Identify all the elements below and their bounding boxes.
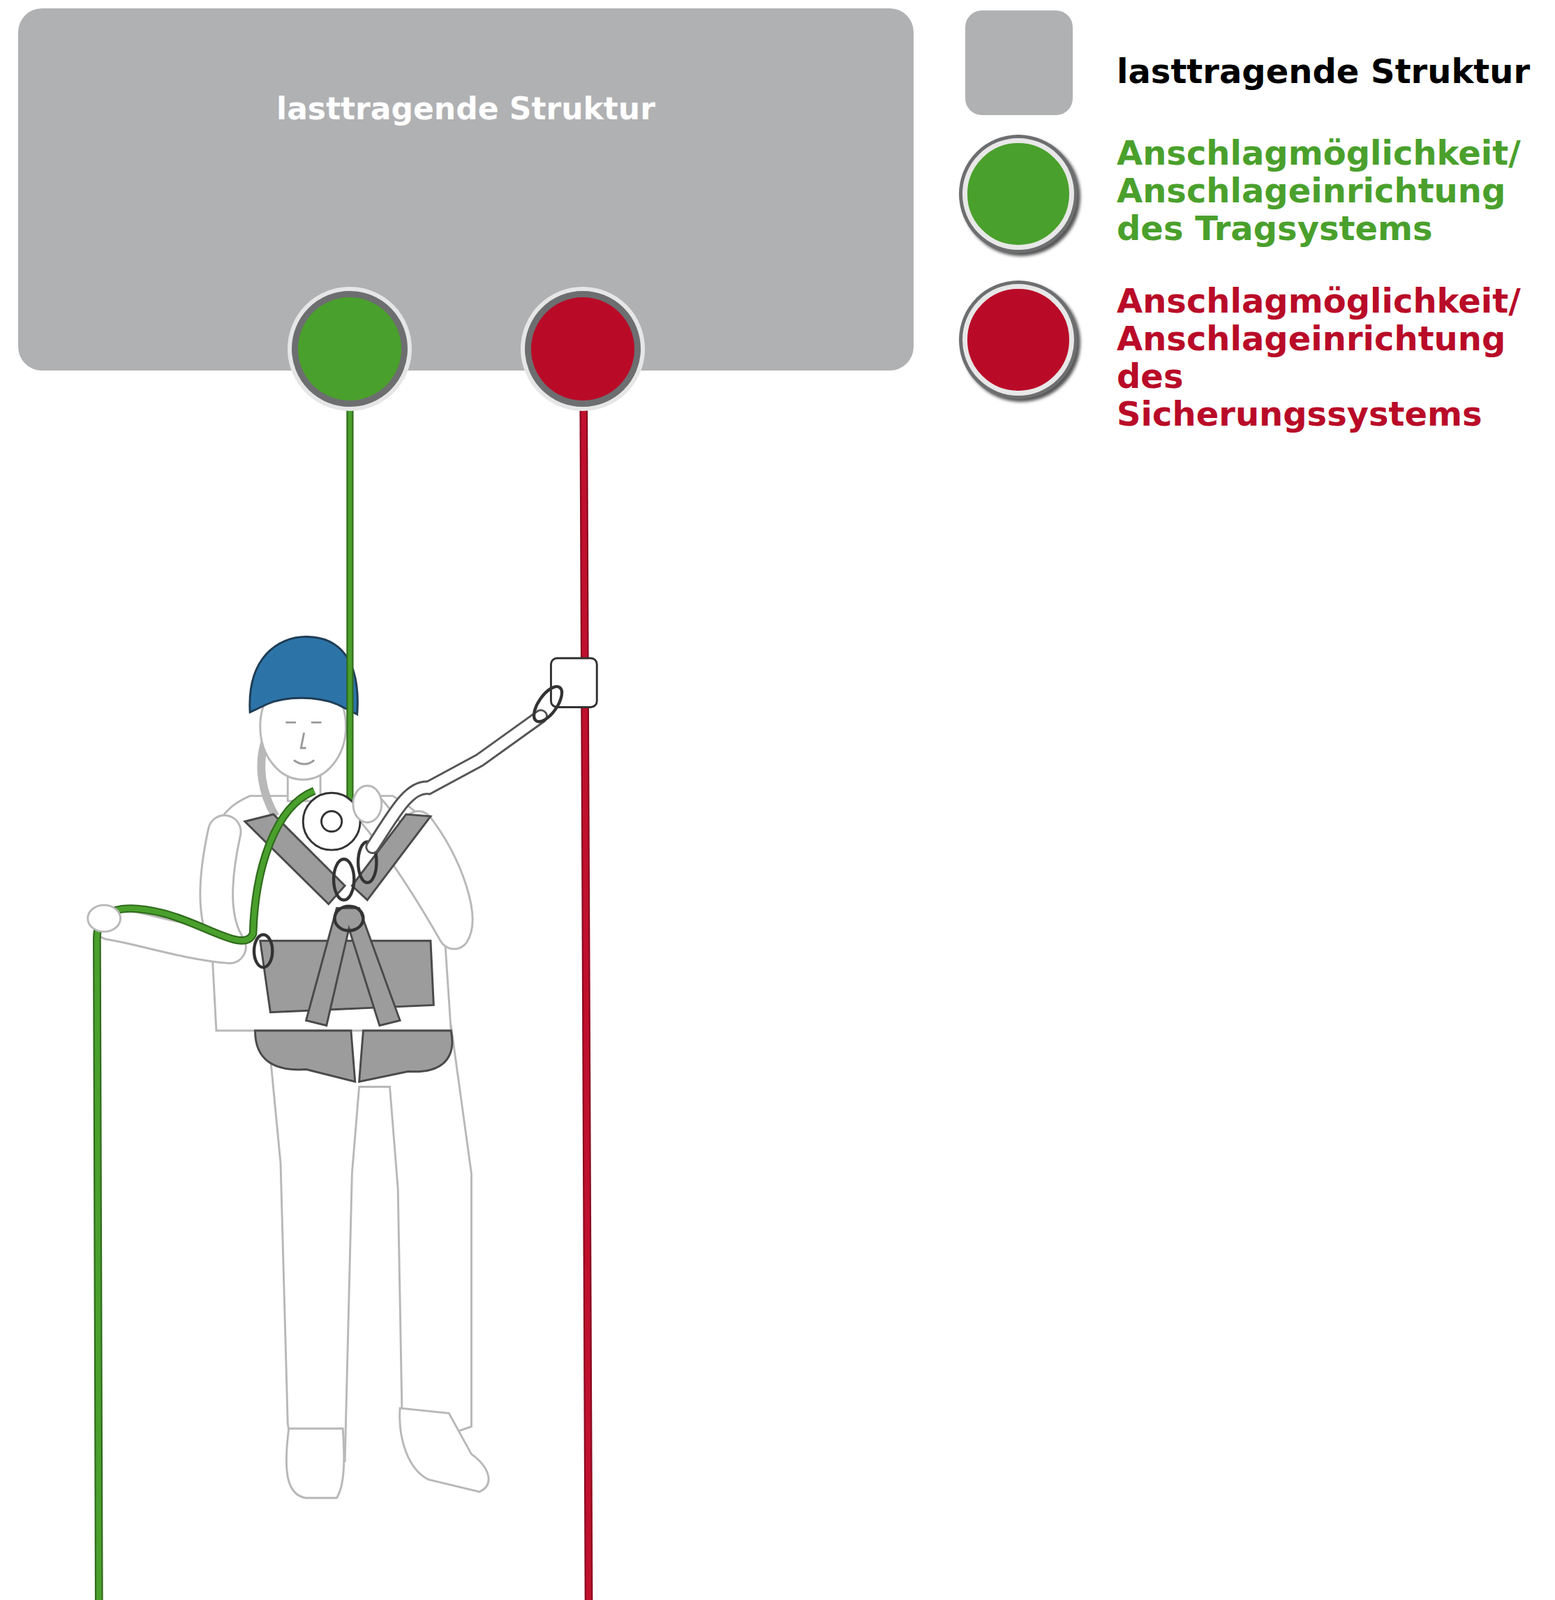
legend-swatch xyxy=(965,10,1073,116)
left-hand xyxy=(87,905,121,932)
anchor-point xyxy=(531,297,635,401)
green-rope-tail-core xyxy=(97,790,315,1600)
left-foot xyxy=(286,1428,344,1498)
face xyxy=(285,722,322,765)
helmet xyxy=(249,637,358,715)
structure-label: lasttragende Struktur xyxy=(18,90,914,128)
legend-swatch xyxy=(962,138,1075,250)
anchor-points xyxy=(18,8,914,442)
lanyard xyxy=(372,716,541,848)
harness xyxy=(244,814,453,1082)
lanyard-fill xyxy=(372,716,541,848)
anchor-ring xyxy=(289,288,410,409)
torso xyxy=(207,796,451,1031)
green-rope-core xyxy=(348,403,353,807)
legs xyxy=(267,1025,472,1462)
grab-carabiner xyxy=(529,682,568,727)
green-rope xyxy=(346,403,354,807)
rope-grab xyxy=(550,658,597,708)
load-bearing-structure: lasttragende Struktur xyxy=(18,8,914,371)
red-rope xyxy=(583,403,589,1600)
red-rope-core xyxy=(583,403,589,1600)
descender xyxy=(302,792,361,851)
right-foot xyxy=(399,1408,489,1493)
legend-text: Anschlagmöglichkeit/ Anschlageinrichtung… xyxy=(1116,134,1546,248)
legend-text: lasttragende Struktur xyxy=(1116,52,1546,91)
legend-text: Anschlagmöglichkeit/ Anschlageinrichtung… xyxy=(1116,281,1546,433)
green-rope-tail xyxy=(97,790,315,1600)
carabiners xyxy=(254,841,377,968)
anchor-ring xyxy=(522,288,643,409)
legend-swatch xyxy=(962,284,1075,396)
descender-axle xyxy=(321,811,342,832)
right-hand xyxy=(353,785,382,823)
anchor-point xyxy=(298,297,402,401)
